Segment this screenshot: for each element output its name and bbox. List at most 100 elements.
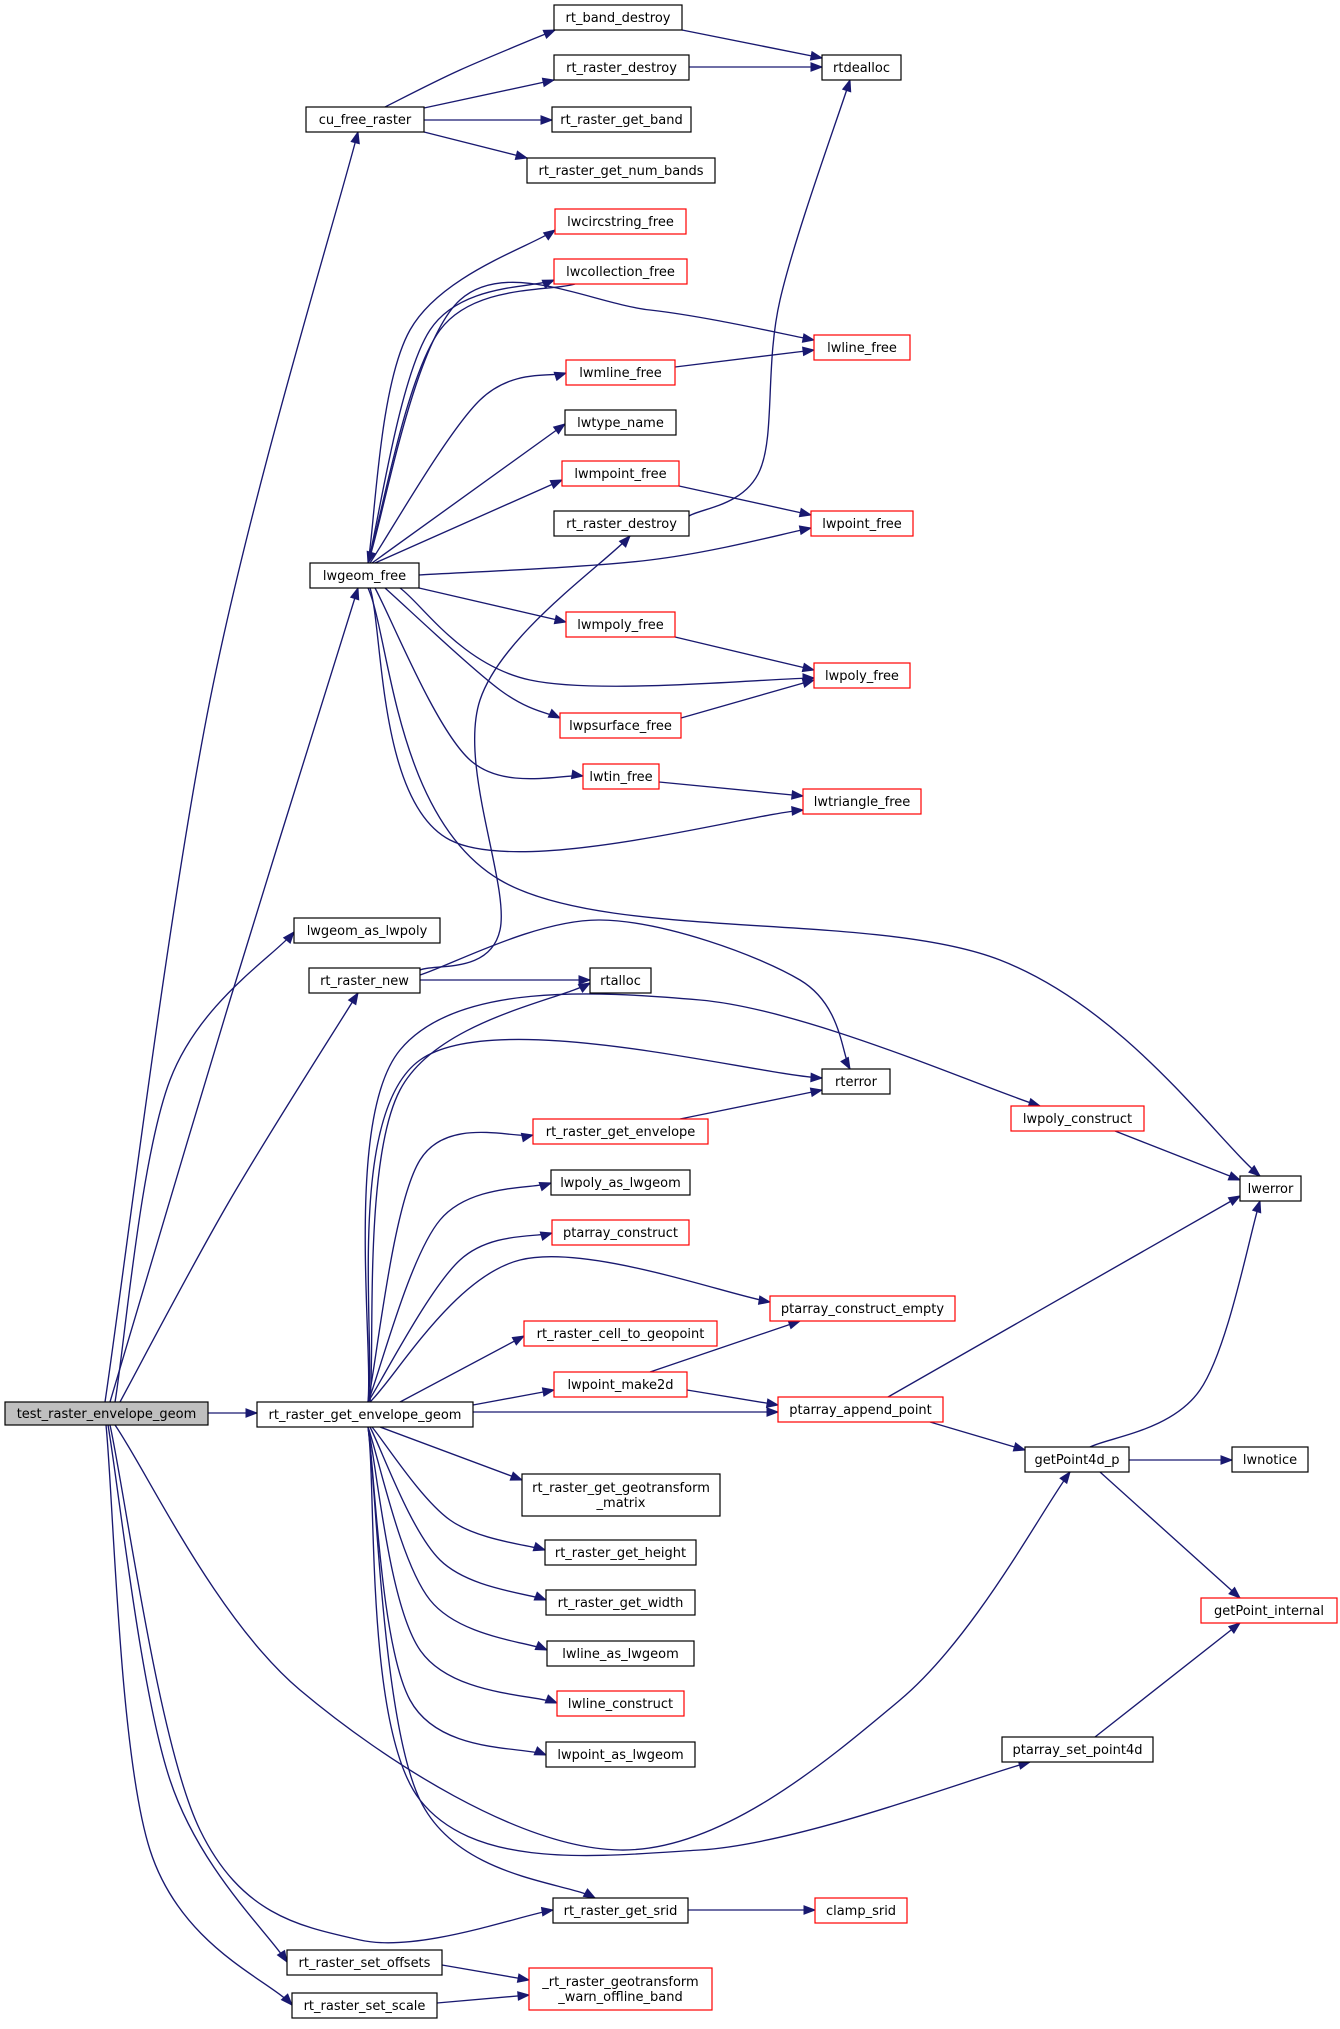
node-lwline_construct[interactable]: lwline_construct: [556, 1690, 685, 1717]
node-rt_raster_get_geotransform_matrix[interactable]: rt_raster_get_geotransform_matrix: [521, 1473, 721, 1517]
edge-rt_raster_get_envelope_geom-to-rt_raster_get_geotransform_matrix: [379, 1426, 524, 1481]
node-rtdealloc[interactable]: rtdealloc: [821, 54, 902, 81]
node-test_raster_envelope_geom[interactable]: test_raster_envelope_geom: [4, 1401, 209, 1426]
arrowhead-icon: [520, 1132, 535, 1143]
node-label: rt_raster_get_envelope_geom: [269, 1408, 462, 1423]
node-rt_raster_set_scale[interactable]: rt_raster_set_scale: [291, 1992, 438, 2019]
node-lwtype_name[interactable]: lwtype_name: [564, 409, 677, 436]
edge-rt_raster_new-to-rtalloc: [420, 975, 592, 985]
node-lwnotice[interactable]: lwnotice: [1231, 1446, 1309, 1473]
node-lwline_as_lwgeom[interactable]: lwline_as_lwgeom: [546, 1640, 695, 1667]
edge-test_raster_envelope_geom-to-rt_raster_set_offsets: [107, 1424, 288, 1964]
edge-getPoint4d_p-to-lwerror: [1089, 1199, 1262, 1448]
node-lwcircstring_free[interactable]: lwcircstring_free: [554, 208, 687, 235]
edge-lwgeom_free-to-lwpoint_free: [418, 525, 813, 576]
arrowhead-icon: [544, 1694, 559, 1704]
node-label: getPoint_internal: [1214, 1604, 1324, 1619]
node-box: [521, 1473, 721, 1517]
node-ptarray_set_point4d[interactable]: ptarray_set_point4d: [1001, 1736, 1154, 1763]
node-label: rt_raster_destroy: [566, 61, 677, 76]
node-rtalloc[interactable]: rtalloc: [589, 967, 652, 994]
arrowhead-icon: [516, 1973, 531, 1983]
edge-rt_raster_get_envelope_geom-to-ptarray_append_point: [473, 1407, 780, 1417]
node-ptarray_append_point[interactable]: ptarray_append_point: [777, 1396, 944, 1423]
node-lwmpoly_free[interactable]: lwmpoly_free: [565, 611, 676, 638]
node-lwerror[interactable]: lwerror: [1239, 1175, 1302, 1202]
node-ptarray_construct[interactable]: ptarray_construct: [551, 1219, 690, 1246]
node-rterror[interactable]: rterror: [821, 1068, 891, 1095]
node-lwmpoint_free[interactable]: lwmpoint_free: [561, 460, 680, 487]
edge-test_raster_envelope_geom-to-cu_free_raster: [104, 130, 360, 1403]
node-label: lwtin_free: [589, 770, 652, 785]
node-lwpoly_as_lwgeom[interactable]: lwpoly_as_lwgeom: [550, 1169, 691, 1196]
node-rt_band_destroy[interactable]: rt_band_destroy: [553, 4, 683, 31]
arrowhead-icon: [801, 678, 816, 688]
node-rt_raster_destroy_b[interactable]: rt_raster_destroy: [553, 510, 690, 537]
node-label: lwpoly_as_lwgeom: [560, 1176, 681, 1191]
node-rt_raster_get_band[interactable]: rt_raster_get_band: [551, 106, 692, 133]
node-rt_raster_get_num_bands[interactable]: rt_raster_get_num_bands: [526, 157, 716, 184]
arrowhead-icon: [534, 1640, 549, 1651]
node-lwpsurface_free[interactable]: lwpsurface_free: [559, 712, 682, 739]
node-box: [545, 1589, 696, 1616]
edge-line: [367, 1232, 553, 1403]
node-label: lwtype_name: [577, 416, 664, 431]
edge-line: [423, 79, 555, 109]
edge-line: [367, 1182, 552, 1403]
arrowhead-icon: [803, 1905, 817, 1915]
node-rt_raster_set_offsets[interactable]: rt_raster_set_offsets: [286, 1949, 443, 1976]
edge-lwtin_free-to-lwtriangle_free: [658, 781, 805, 800]
edge-lwmline_free-to-lwline_free: [674, 346, 816, 368]
node-lwmline_free[interactable]: lwmline_free: [565, 359, 676, 386]
node-lwpoint_make2d[interactable]: lwpoint_make2d: [553, 1371, 688, 1398]
node-rt_raster_geotransform_warn[interactable]: _rt_raster_geotransform_warn_offline_ban…: [528, 1967, 713, 2011]
node-lwtin_free[interactable]: lwtin_free: [582, 763, 660, 790]
node-cu_free_raster[interactable]: cu_free_raster: [305, 106, 425, 133]
edge-rt_band_destroy-to-rtdealloc: [681, 29, 824, 61]
node-rt_raster_get_width[interactable]: rt_raster_get_width: [545, 1589, 696, 1616]
edge-rt_raster_new-to-rt_raster_destroy_b: [419, 534, 631, 971]
node-rt_raster_get_height[interactable]: rt_raster_get_height: [544, 1539, 697, 1566]
edge-line: [367, 229, 556, 564]
edge-rt_raster_get_envelope_geom-to-rtalloc: [369, 982, 592, 1403]
node-lwcollection_free[interactable]: lwcollection_free: [553, 258, 688, 285]
node-getPoint_internal[interactable]: getPoint_internal: [1200, 1597, 1338, 1624]
edge-line: [441, 1964, 530, 1981]
node-box: [256, 1401, 474, 1428]
node-getPoint4d_p[interactable]: getPoint4d_p: [1024, 1446, 1130, 1473]
node-lwpoly_free[interactable]: lwpoly_free: [813, 662, 911, 689]
node-box: [526, 157, 716, 184]
edges-layer: [104, 29, 1262, 2007]
node-label: lwcollection_free: [566, 265, 675, 280]
node-rt_raster_get_envelope_geom[interactable]: rt_raster_get_envelope_geom: [256, 1401, 474, 1428]
node-box: [309, 562, 420, 589]
edge-rt_raster_destroy_b-to-rtdealloc: [688, 78, 852, 517]
node-rt_raster_get_srid[interactable]: rt_raster_get_srid: [552, 1897, 689, 1924]
node-ptarray_construct_empty[interactable]: ptarray_construct_empty: [769, 1295, 956, 1322]
node-clamp_srid[interactable]: clamp_srid: [814, 1897, 908, 1924]
node-box: [1024, 1446, 1130, 1473]
node-lwgeom_free[interactable]: lwgeom_free: [309, 562, 420, 589]
node-box: [4, 1401, 209, 1426]
node-lwgeom_as_lwpoly[interactable]: lwgeom_as_lwpoly: [293, 917, 441, 944]
node-lwtriangle_free[interactable]: lwtriangle_free: [802, 788, 922, 815]
edge-test_raster_envelope_geom-to-rt_raster_get_envelope_geom: [208, 1408, 259, 1418]
node-box: [810, 510, 914, 537]
node-lwpoint_as_lwgeom[interactable]: lwpoint_as_lwgeom: [545, 1741, 696, 1768]
node-lwpoly_construct[interactable]: lwpoly_construct: [1010, 1105, 1145, 1132]
edge-lwmpoint_free-to-lwpoint_free: [678, 485, 813, 518]
edge-line: [399, 587, 815, 687]
node-rt_raster_destroy[interactable]: rt_raster_destroy: [553, 54, 690, 81]
node-box: [821, 54, 902, 81]
node-rt_raster_cell_to_geopoint[interactable]: rt_raster_cell_to_geopoint: [523, 1320, 718, 1347]
node-label: rtdealloc: [833, 61, 890, 76]
arrowhead-icon: [539, 1231, 554, 1241]
node-rt_raster_new[interactable]: rt_raster_new: [308, 967, 421, 994]
arrowhead-icon: [245, 1408, 259, 1418]
node-lwpoint_free[interactable]: lwpoint_free: [810, 510, 914, 537]
node-lwline_free[interactable]: lwline_free: [813, 334, 911, 361]
edge-line: [114, 931, 295, 1403]
node-rt_raster_get_envelope[interactable]: rt_raster_get_envelope: [532, 1118, 709, 1145]
edge-rt_raster_get_envelope_geom-to-lwline_construct: [367, 1426, 559, 1704]
node-box: [305, 106, 425, 133]
